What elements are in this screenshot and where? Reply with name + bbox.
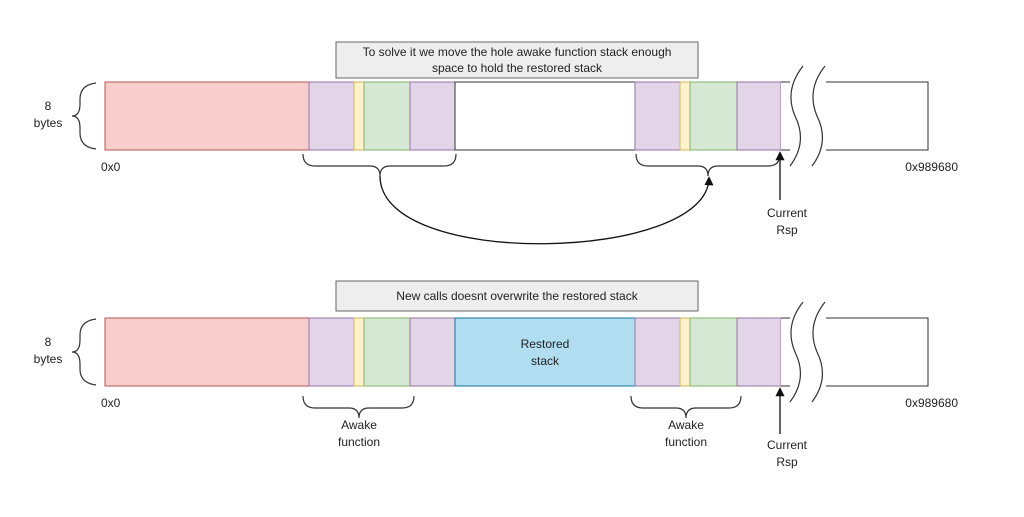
top-break-mark-left [789,65,804,167]
bottom-rsp-label-line-2: Rsp [776,455,798,469]
top-break-mark-right [811,65,826,167]
bottom-size-brace [71,318,97,386]
top-size-label-line-1: 8 [45,99,52,113]
top-brace-left [302,153,457,177]
bottom-diagram: New calls doesnt overwrite the restored … [34,280,958,469]
bottom-red-block [104,317,310,387]
bottom-end-address: 0x989680 [905,396,958,410]
top-start-address: 0x0 [101,160,121,174]
bottom-brace-left [302,395,415,419]
bottom-restored-label-line-2: stack [531,354,560,368]
bottom-restored-stack-block [454,317,636,387]
bottom-purple-block-3 [634,317,681,387]
top-brace-right [635,153,781,177]
bottom-caption-box [335,280,699,312]
top-caption-box [335,41,699,79]
bottom-purple-block-4 [736,317,782,387]
top-caption-line-1: To solve it we move the hole awake funct… [363,45,672,59]
bottom-purple-block-2 [409,317,456,387]
bottom-awake-right-line-2: function [665,435,707,449]
bottom-caption: New calls doesnt overwrite the restored … [396,289,638,303]
bottom-break-mark-right [811,301,826,403]
bottom-size-label-line-2: bytes [34,352,63,366]
top-purple-block-3 [634,81,681,151]
bottom-yellow-block-2 [679,317,691,387]
bottom-green-block-2 [689,317,738,387]
bottom-awake-left-line-1: Awake [341,418,377,432]
top-purple-block-4 [736,81,782,151]
top-move-arrow [379,175,714,245]
top-caption-line-2: space to hold the restored stack [432,61,603,75]
top-rsp-label-line-2: Rsp [776,223,798,237]
top-purple-block-1 [308,81,355,151]
bottom-restored-label-line-1: Restored [521,337,570,351]
bottom-yellow-block-1 [353,317,365,387]
bottom-purple-block-1 [308,317,355,387]
top-size-brace [71,82,97,150]
top-rsp-label-line-1: Current [767,206,808,220]
top-yellow-block-1 [353,81,365,151]
top-end-address: 0x989680 [905,160,958,174]
top-purple-block-2 [409,81,456,151]
top-size-label-line-2: bytes [34,116,63,130]
top-empty-gap [454,81,636,151]
bottom-brace-right [630,395,742,419]
top-red-block [104,81,310,151]
bottom-break-mark-left [789,301,804,403]
bottom-size-label-line-1: 8 [45,335,52,349]
bottom-green-block-1 [363,317,411,387]
top-diagram: To solve it we move the hole awake funct… [34,41,958,245]
top-green-block-2 [689,81,738,151]
bottom-start-address: 0x0 [101,396,121,410]
bottom-awake-left-line-2: function [338,435,380,449]
bottom-rsp-label-line-1: Current [767,438,808,452]
bottom-awake-right-line-1: Awake [668,418,704,432]
top-yellow-block-2 [679,81,691,151]
top-green-block-1 [363,81,411,151]
